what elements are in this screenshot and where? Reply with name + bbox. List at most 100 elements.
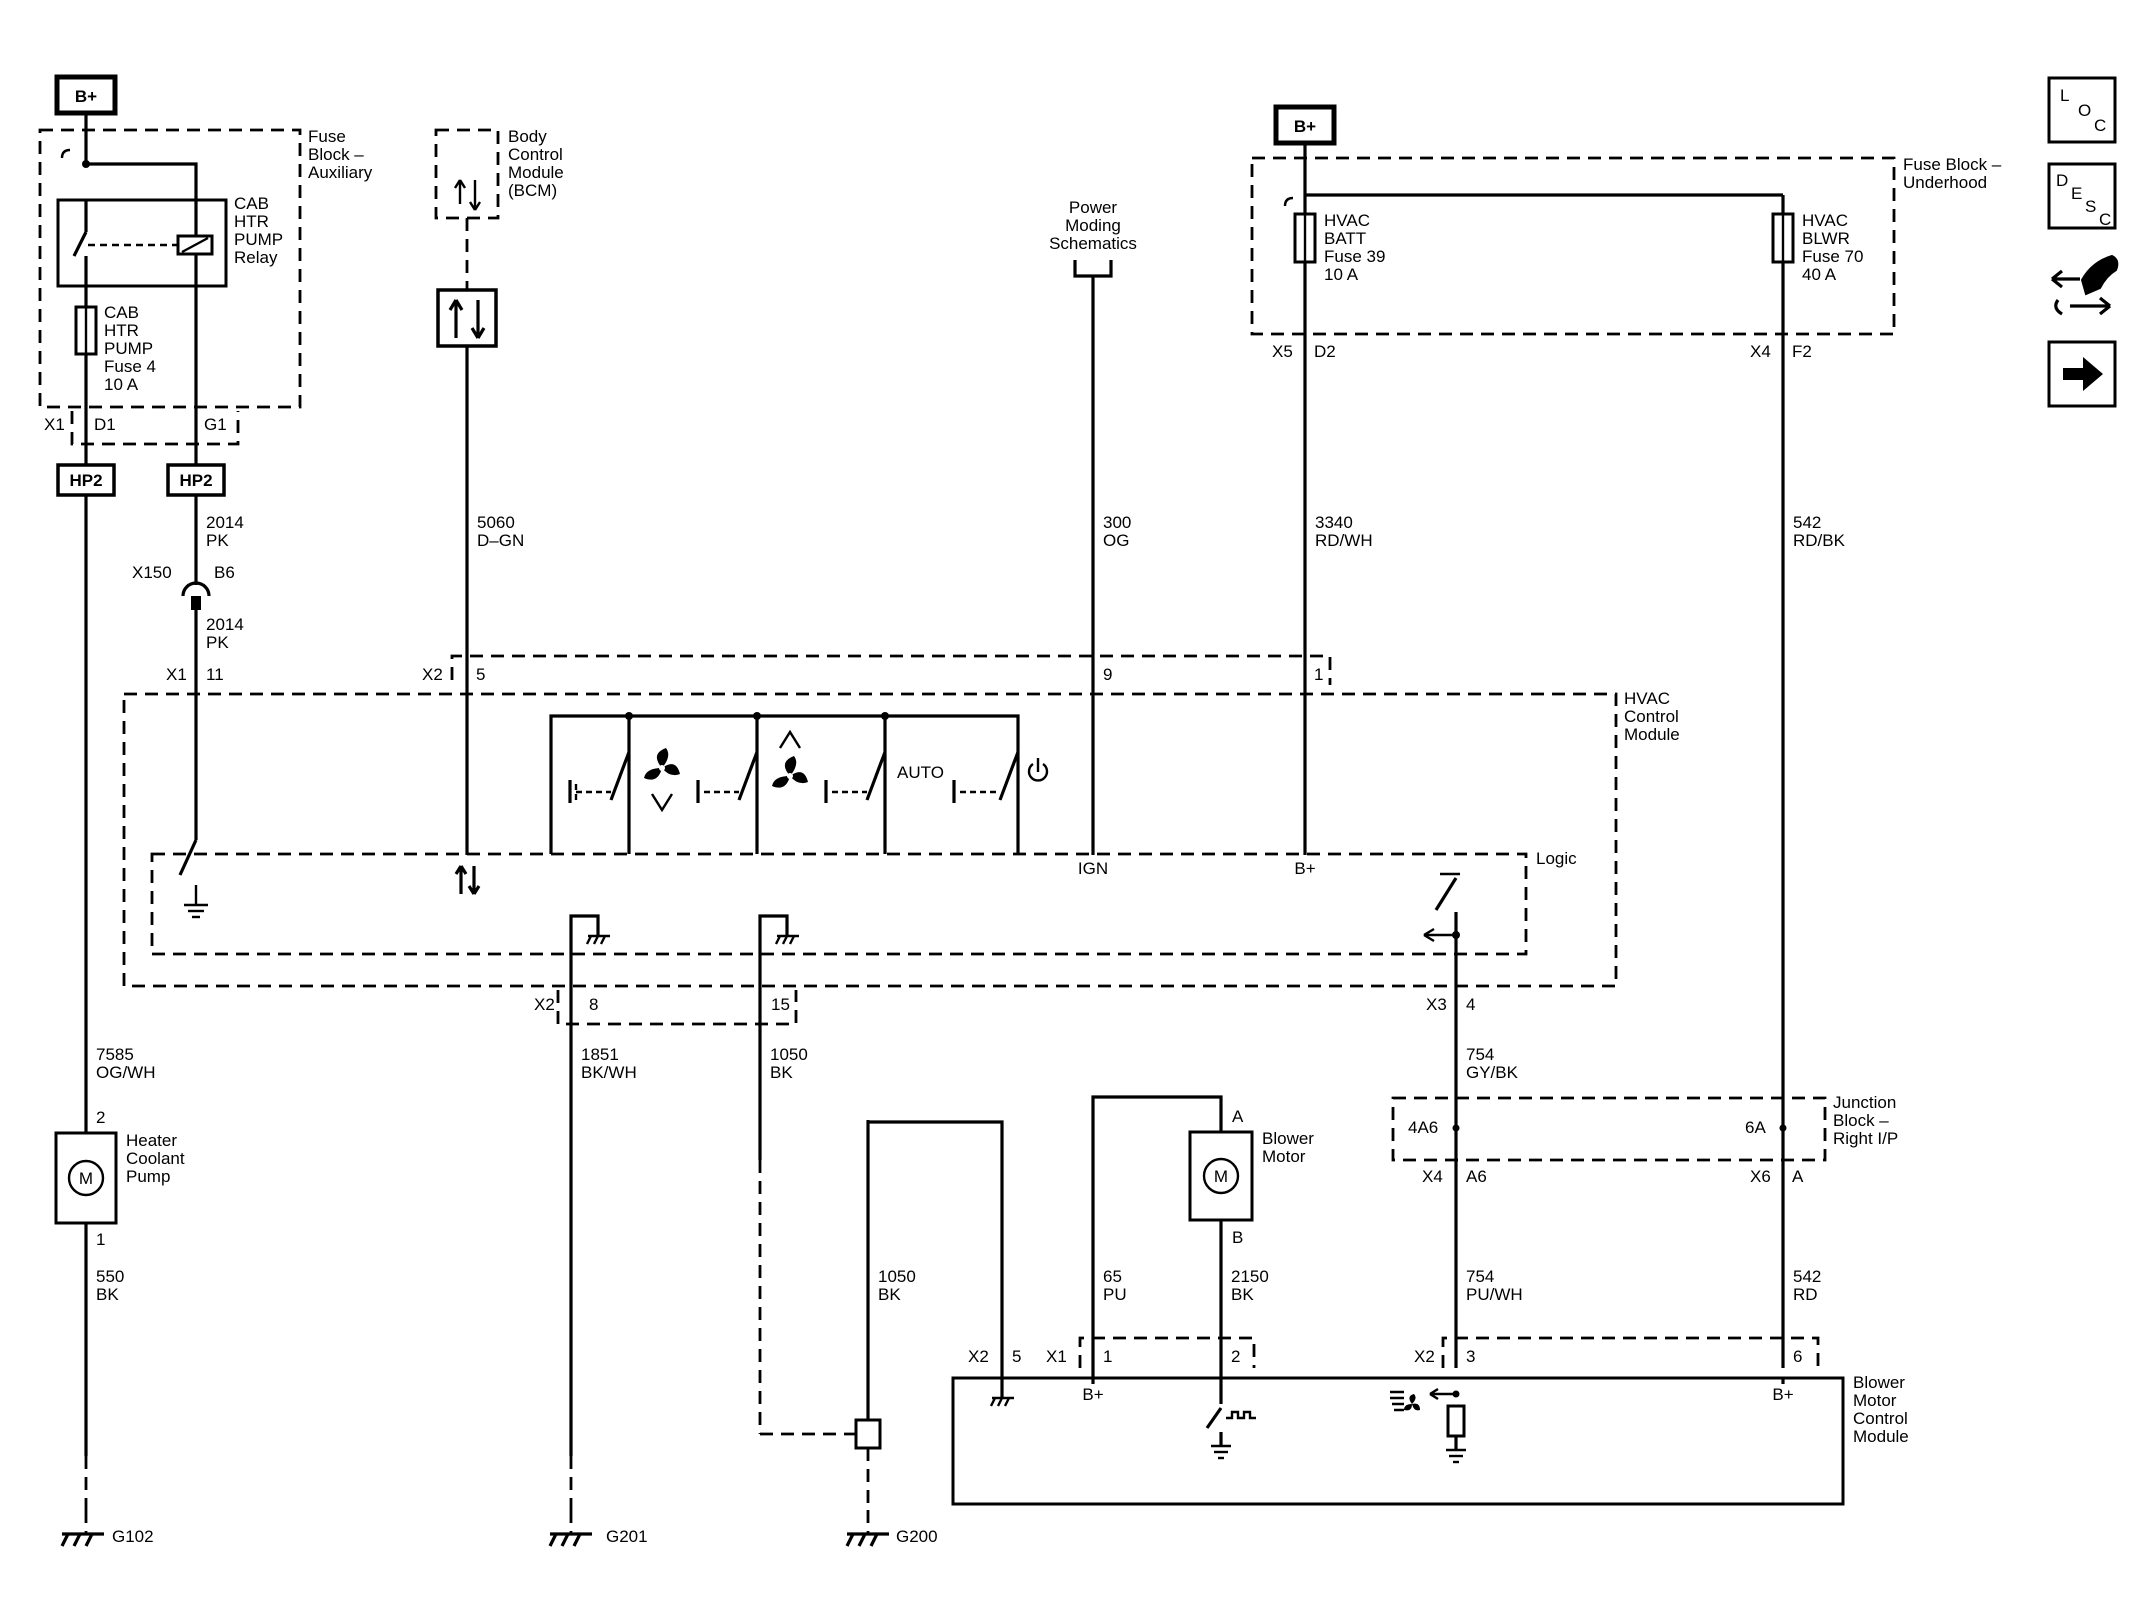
svg-text:Motor: Motor bbox=[1853, 1391, 1897, 1410]
wire-3340-label: 3340 RD/WH bbox=[1315, 513, 1373, 550]
module-ground-8 bbox=[569, 914, 610, 1160]
svg-text:X3: X3 bbox=[1426, 995, 1447, 1014]
hvac-control-module-label: HVAC Control Module bbox=[1624, 689, 1680, 744]
wire-542-label-upper: 542 RD/BK bbox=[1793, 513, 1846, 550]
svg-text:1050: 1050 bbox=[770, 1045, 808, 1064]
svg-text:754: 754 bbox=[1466, 1045, 1494, 1064]
hp2-badge-right: HP2 bbox=[166, 463, 226, 497]
bmcm-pwm-switch bbox=[1205, 1378, 1256, 1460]
svg-text:(BCM): (BCM) bbox=[508, 181, 557, 200]
svg-text:A6: A6 bbox=[1466, 1167, 1487, 1186]
svg-text:X2: X2 bbox=[968, 1347, 989, 1366]
arrow-right-icon bbox=[2063, 357, 2103, 391]
power-switch[interactable] bbox=[952, 751, 1020, 803]
svg-text:G102: G102 bbox=[112, 1527, 154, 1546]
svg-text:X1: X1 bbox=[1046, 1347, 1067, 1366]
svg-text:B+: B+ bbox=[1294, 117, 1316, 136]
wire-5060-label: 5060 D–GN bbox=[477, 513, 524, 550]
svg-text:754: 754 bbox=[1466, 1267, 1494, 1286]
svg-text:HP2: HP2 bbox=[69, 471, 102, 490]
connector-tools-icon[interactable] bbox=[2051, 254, 2119, 316]
svg-text:CAB: CAB bbox=[104, 303, 139, 322]
svg-text:HVAC: HVAC bbox=[1624, 689, 1670, 708]
svg-text:C: C bbox=[2099, 210, 2111, 229]
svg-text:550: 550 bbox=[96, 1267, 124, 1286]
cab-htr-pump-relay-label: CAB HTR PUMP Relay bbox=[234, 194, 283, 267]
wire-7585-label: 7585 OG/WH bbox=[96, 1045, 156, 1082]
svg-text:Power: Power bbox=[1069, 198, 1118, 217]
wire-300-label: 300 OG bbox=[1103, 513, 1131, 550]
junction-block-label: Junction Block – Right I/P bbox=[1833, 1093, 1898, 1148]
svg-text:2: 2 bbox=[96, 1108, 105, 1127]
svg-text:BK: BK bbox=[1231, 1285, 1254, 1304]
svg-text:IGN: IGN bbox=[1078, 859, 1108, 878]
logic-output-switch bbox=[1423, 872, 1460, 943]
svg-text:1: 1 bbox=[1103, 1347, 1112, 1366]
bcm-data-icon-top bbox=[453, 179, 482, 211]
svg-text:O: O bbox=[2078, 101, 2091, 120]
bmcm-ground-icon bbox=[989, 1378, 1014, 1407]
auto-switch[interactable] bbox=[824, 751, 887, 803]
bmcm-input-ground-icon bbox=[1446, 1436, 1466, 1464]
svg-text:4: 4 bbox=[1466, 995, 1475, 1014]
svg-text:542: 542 bbox=[1793, 1267, 1821, 1286]
ground-g200-icon bbox=[845, 1510, 889, 1547]
svg-text:Junction: Junction bbox=[1833, 1093, 1896, 1112]
svg-text:G200: G200 bbox=[896, 1527, 938, 1546]
loc-nav-button[interactable]: L O C bbox=[2047, 76, 2117, 144]
fuse-39-label: HVAC BATT Fuse 39 10 A bbox=[1324, 211, 1385, 284]
svg-text:X2: X2 bbox=[534, 995, 555, 1014]
svg-text:BK/WH: BK/WH bbox=[581, 1063, 637, 1082]
svg-text:X6: X6 bbox=[1750, 1167, 1771, 1186]
cab-htr-pump-relay bbox=[56, 198, 228, 288]
wire-1050-label-upper: 1050 BK bbox=[770, 1045, 808, 1082]
svg-text:PUMP: PUMP bbox=[234, 230, 283, 249]
svg-text:BK: BK bbox=[770, 1063, 793, 1082]
svg-text:RD: RD bbox=[1793, 1285, 1818, 1304]
svg-text:Control: Control bbox=[508, 145, 563, 164]
svg-text:B+: B+ bbox=[1082, 1385, 1103, 1404]
fan-speed-up-icon bbox=[772, 729, 808, 788]
svg-text:65: 65 bbox=[1103, 1267, 1122, 1286]
svg-text:M: M bbox=[1214, 1167, 1228, 1186]
svg-text:F2: F2 bbox=[1792, 342, 1812, 361]
svg-text:Fuse 39: Fuse 39 bbox=[1324, 247, 1385, 266]
svg-text:5: 5 bbox=[1012, 1347, 1021, 1366]
svg-text:RD/BK: RD/BK bbox=[1793, 531, 1846, 550]
svg-text:X5: X5 bbox=[1272, 342, 1293, 361]
svg-text:3: 3 bbox=[1466, 1347, 1475, 1366]
power-moding-label[interactable]: Power Moding Schematics bbox=[1049, 198, 1137, 253]
svg-text:2014: 2014 bbox=[206, 615, 244, 634]
svg-text:HVAC: HVAC bbox=[1802, 211, 1848, 230]
fan-up-switch[interactable] bbox=[696, 751, 759, 803]
svg-text:PK: PK bbox=[206, 531, 229, 550]
svg-text:X4: X4 bbox=[1422, 1167, 1443, 1186]
bcm-label: Body Control Module (BCM) bbox=[508, 127, 564, 200]
svg-text:OG: OG bbox=[1103, 531, 1129, 550]
fuse-block-underhood-boundary bbox=[1250, 156, 1896, 336]
svg-text:A: A bbox=[1232, 1107, 1244, 1126]
fuse-4-label: CAB HTR PUMP Fuse 4 10 A bbox=[104, 303, 156, 394]
serial-data-block bbox=[436, 288, 498, 348]
x150-inline-connector bbox=[181, 581, 211, 597]
svg-text:1: 1 bbox=[96, 1230, 105, 1249]
svg-text:Schematics: Schematics bbox=[1049, 234, 1137, 253]
svg-text:1: 1 bbox=[1314, 665, 1323, 684]
svg-text:HVAC: HVAC bbox=[1324, 211, 1370, 230]
svg-text:Fuse 70: Fuse 70 bbox=[1802, 247, 1863, 266]
svg-text:Control: Control bbox=[1624, 707, 1679, 726]
svg-text:PU: PU bbox=[1103, 1285, 1127, 1304]
svg-text:6A: 6A bbox=[1745, 1118, 1766, 1137]
blower-motor-control-module bbox=[951, 1376, 1845, 1506]
b-plus-badge-left: B+ bbox=[54, 74, 118, 116]
next-page-button[interactable] bbox=[2047, 340, 2117, 408]
fan-down-switch[interactable] bbox=[568, 751, 631, 803]
svg-text:HTR: HTR bbox=[234, 212, 269, 231]
svg-text:E: E bbox=[2071, 184, 2082, 203]
svg-text:Underhood: Underhood bbox=[1903, 173, 1987, 192]
svg-text:2150: 2150 bbox=[1231, 1267, 1269, 1286]
svg-text:B+: B+ bbox=[75, 87, 97, 106]
svg-text:300: 300 bbox=[1103, 513, 1131, 532]
desc-nav-button[interactable]: D E S C bbox=[2047, 162, 2117, 230]
